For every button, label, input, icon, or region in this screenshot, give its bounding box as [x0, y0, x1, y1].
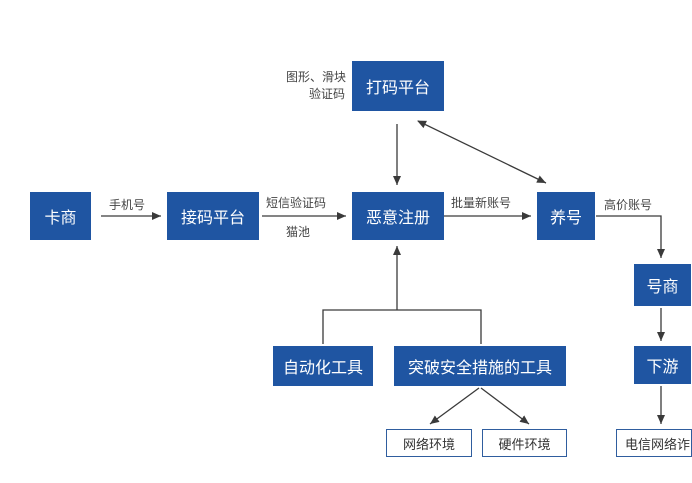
label-gaojia: 高价账号 [604, 198, 653, 212]
node-haoshang: 号商 [634, 264, 691, 306]
node-dama: 打码平台 [352, 61, 444, 111]
arrow-dama-yanghao [417, 120, 547, 184]
arrow-yanghao-to-haoshang [596, 215, 665, 258]
node-jiema: 接码平台 [167, 192, 259, 240]
node-wangluo: 网络环境 [386, 429, 472, 457]
node-eyi: 恶意注册 [352, 192, 444, 240]
node-xiayou: 下游 [634, 346, 691, 384]
label-tuxing-line2: 验证码 [309, 87, 346, 101]
label-duanxin: 短信验证码 [266, 196, 327, 210]
node-yingjian: 硬件环境 [482, 429, 567, 457]
label-maochi: 猫池 [286, 225, 311, 239]
node-kashang: 卡商 [30, 192, 91, 240]
node-tupo: 突破安全措施的工具 [394, 346, 566, 386]
label-shoujihao: 手机号 [109, 198, 146, 212]
arrow-tupo-to-yingjian [480, 387, 530, 425]
node-yanghao: 养号 [537, 192, 595, 240]
node-dianxin: 电信网络诈 [616, 429, 692, 457]
bracket-tools [322, 309, 482, 344]
node-zidonghua: 自动化工具 [273, 346, 373, 386]
label-tuxing-line1: 图形、滑块 [286, 70, 347, 84]
arrow-tupo-to-wangluo [429, 387, 480, 425]
label-piliang: 批量新账号 [451, 196, 512, 210]
